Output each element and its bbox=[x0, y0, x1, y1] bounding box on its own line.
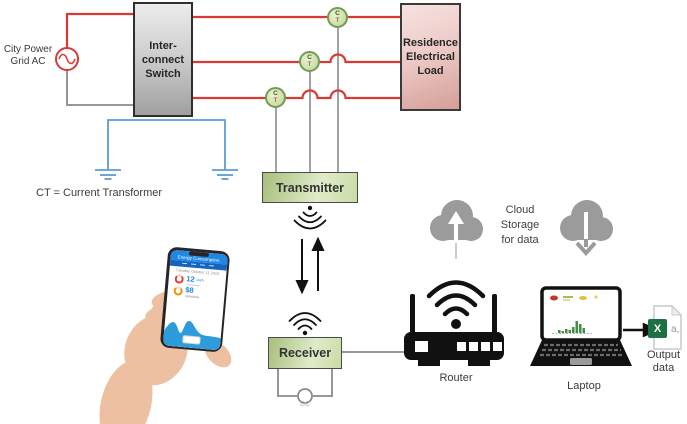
excel-logo: X bbox=[648, 319, 667, 338]
ct-sensor-1: C T bbox=[327, 7, 348, 28]
laptop-icon bbox=[530, 286, 632, 366]
dc-supply-label: DC bbox=[299, 401, 311, 408]
transmitter-wifi-icon bbox=[293, 205, 327, 230]
router-label: Router bbox=[439, 372, 473, 384]
phone-screen: Energy Consumption Tuesday October 11 20… bbox=[162, 249, 228, 350]
cloud-upload-icon bbox=[430, 200, 483, 259]
smartphone: Energy Consumption Tuesday October 11 20… bbox=[159, 246, 231, 353]
usage-value: 12 bbox=[185, 273, 196, 284]
usage-area-chart bbox=[162, 312, 222, 350]
residence-load-box: Residence Electrical Load bbox=[400, 3, 461, 111]
laptop-bar-chart bbox=[558, 321, 585, 333]
ac-source-symbol bbox=[55, 12, 133, 106]
ct-sensor-3: C T bbox=[265, 87, 286, 108]
city-power-label: City Power Grid AC bbox=[3, 44, 53, 67]
receiver-wifi-icon bbox=[288, 312, 322, 336]
cost-caption bbox=[184, 295, 199, 298]
cost-gauge-icon bbox=[172, 285, 183, 296]
ct-sensor-2: C T bbox=[299, 51, 320, 72]
excel-file-icon bbox=[653, 304, 683, 350]
receiver-box: Receiver bbox=[268, 337, 342, 369]
chart-button[interactable] bbox=[182, 334, 201, 345]
ground-wires bbox=[95, 119, 238, 180]
usage-gauge-icon bbox=[173, 274, 184, 285]
interconnect-switch-box: Inter- connect Switch bbox=[133, 2, 193, 117]
excel-filetype-mark: a, bbox=[671, 324, 680, 335]
phase-wires bbox=[193, 15, 400, 100]
output-data-label: Output data bbox=[646, 349, 681, 374]
usage-unit: kWh bbox=[196, 277, 204, 283]
ct-note-label: CT = Current Transformer bbox=[36, 187, 163, 199]
cloud-storage-label: Cloud Storage for data bbox=[500, 204, 540, 246]
laptop-label: Laptop bbox=[567, 380, 601, 392]
router-icon bbox=[404, 280, 504, 366]
transmitter-box: Transmitter bbox=[262, 172, 358, 203]
cost-value: $8 bbox=[184, 285, 195, 295]
ct-wires bbox=[275, 28, 339, 172]
up-down-arrows bbox=[295, 236, 325, 295]
cloud-download-icon bbox=[560, 200, 613, 256]
receiver-wiring bbox=[277, 351, 407, 404]
